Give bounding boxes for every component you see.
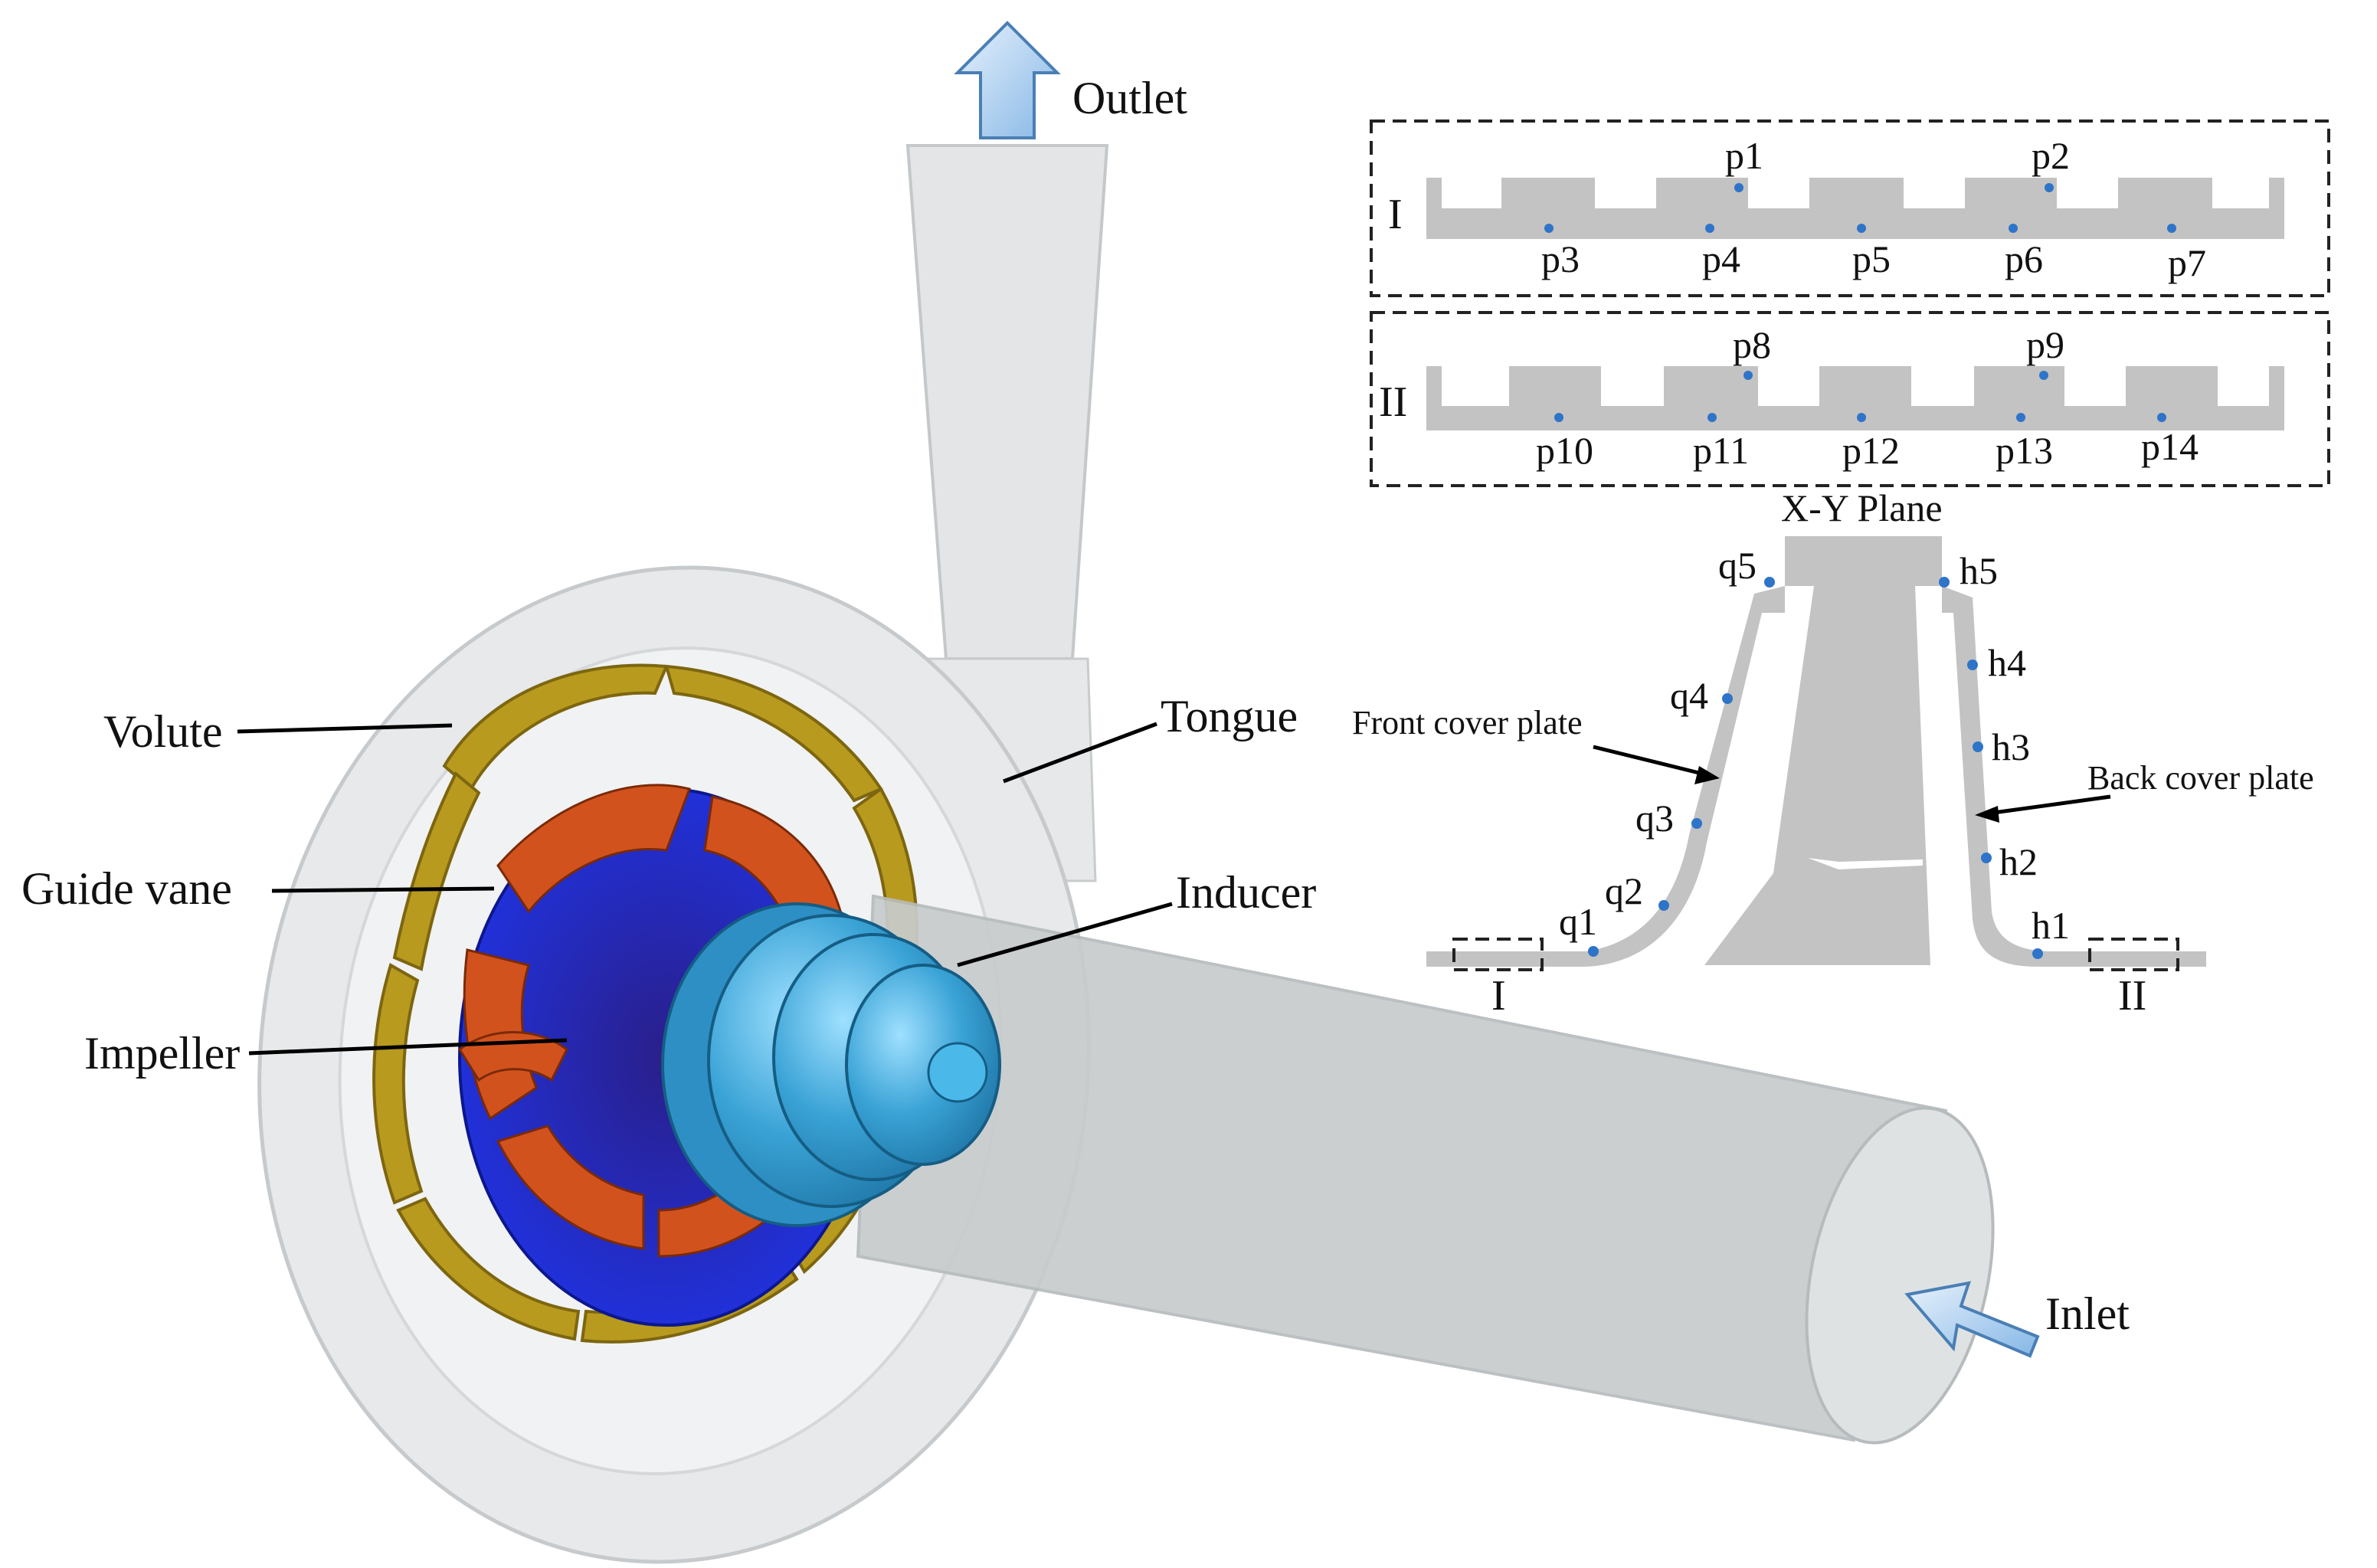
inducer (661, 902, 1001, 1227)
inlet-label: Inlet (2045, 1288, 2130, 1339)
guide-vane-label: Guide vane (21, 863, 232, 914)
point-p10: p10 (1536, 429, 1593, 472)
point-p6: p6 (2005, 237, 2043, 280)
back-cover-arrow-icon (1975, 794, 2111, 823)
point-h5: h5 (1960, 549, 1998, 592)
pump-leaders (237, 722, 1173, 1056)
detail-I: I p1 p2 p3 p4 p5 p6 p7 (1370, 119, 2330, 297)
point-p14: p14 (2141, 425, 2199, 468)
section-center-body (1704, 536, 1942, 965)
detail-II-roman: II (1379, 378, 1407, 426)
point-p8: p8 (1733, 323, 1771, 366)
point-p13: p13 (1996, 429, 2053, 472)
point-p2: p2 (2032, 134, 2070, 177)
point-p7: p7 (2168, 241, 2206, 284)
region-I-label: I (1491, 972, 1506, 1020)
region-II-label: II (2118, 972, 2146, 1020)
detail-I-roman: I (1388, 191, 1403, 238)
point-p9: p9 (2026, 323, 2064, 366)
point-q3: q3 (1635, 797, 1674, 840)
inlet-arrow-icon (1904, 1281, 2040, 1358)
point-q4: q4 (1670, 674, 1708, 717)
detail-I-groove-profile (1426, 178, 2284, 239)
xy-plane-label: X-Y Plane (1781, 486, 1943, 529)
point-h3: h3 (1992, 725, 2030, 768)
region-II-box (2088, 938, 2179, 971)
point-p5: p5 (1852, 237, 1891, 280)
front-cover-plate (1426, 586, 1785, 967)
detail-I-points (1544, 183, 2176, 233)
front-points (1588, 577, 1775, 957)
detail-II-points (1554, 371, 2166, 422)
point-h2: h2 (1999, 840, 2038, 883)
back-cover-plate (1942, 586, 2206, 967)
inlet-pipe (856, 894, 1948, 1442)
outlet-arrow-icon (954, 21, 1061, 139)
volute-label: Volute (103, 706, 223, 757)
front-cover-arrow-icon (1593, 745, 1720, 784)
detail-I-frame (1370, 119, 2330, 297)
section-view: X-Y Plane I II q1 q2 q3 q4 q5 (1352, 486, 2314, 1020)
detail-II-groove-profile (1426, 366, 2284, 430)
inlet-pipe-end (1805, 1106, 1995, 1445)
point-q2: q2 (1605, 869, 1643, 912)
tongue-label: Tongue (1161, 691, 1298, 741)
impeller-label: Impeller (84, 1028, 240, 1079)
point-h1: h1 (2032, 904, 2070, 947)
point-q1: q1 (1559, 900, 1597, 943)
front-cover-label: Front cover plate (1352, 704, 1583, 741)
region-I-box (1452, 938, 1544, 971)
pump-3d (257, 21, 2040, 1564)
detail-II-frame (1370, 311, 2330, 487)
point-p1: p1 (1725, 134, 1763, 177)
point-p4: p4 (1702, 237, 1740, 280)
point-p3: p3 (1541, 237, 1580, 280)
point-h4: h4 (1988, 641, 2026, 684)
detail-II: II p8 p9 p10 p11 p12 p13 p14 (1370, 311, 2330, 487)
inducer-label: Inducer (1176, 867, 1316, 918)
back-points (1939, 577, 2043, 959)
point-q5: q5 (1718, 544, 1757, 587)
outlet-label: Outlet (1072, 73, 1187, 123)
back-cover-label: Back cover plate (2087, 759, 2314, 797)
outlet-pipe (905, 144, 1109, 660)
point-p11: p11 (1693, 429, 1749, 472)
section-slot (1808, 858, 1923, 869)
point-p12: p12 (1842, 429, 1900, 472)
